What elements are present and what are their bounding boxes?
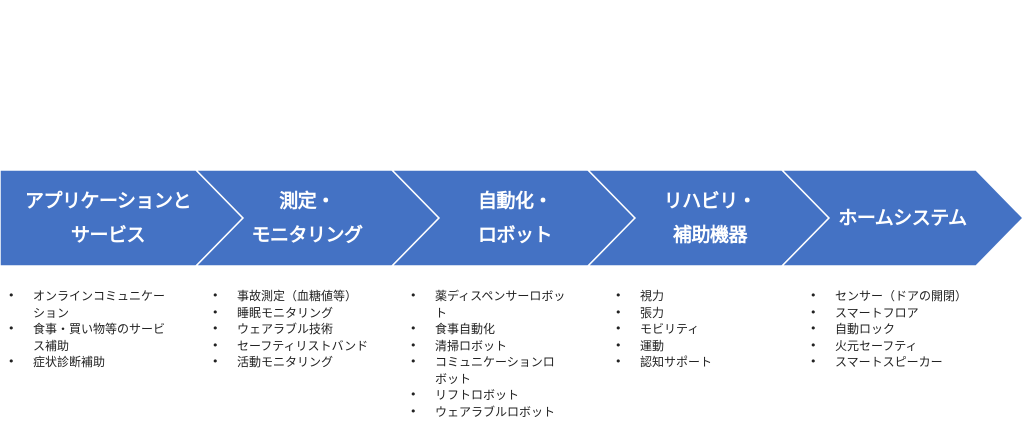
stage-label-home: ホームシステム (815, 170, 990, 266)
list-item: モビリティ (615, 321, 795, 338)
list-item: スマートフロア (810, 305, 1020, 322)
stage-label-line: モニタリング (251, 224, 363, 246)
list-item: 視力 (615, 288, 795, 305)
stage-list-measurement: 事故測定（血糖値等） 睡眠モニタリング ウェアラブル技術 セーフティリストバンド… (212, 288, 407, 371)
stage-list-automation: 薬ディスペンサーロボッ ト 食事自動化 清掃ロボット コミュニケーションロ ボッ… (410, 288, 600, 420)
stage-label-line: 測定・ (279, 190, 335, 212)
stage-list-home: センサー（ドアの開閉） スマートフロア 自動ロック 火元セーフティ スマートスピ… (810, 288, 1020, 371)
list-item: 症状診断補助 (8, 354, 198, 371)
list-item: 薬ディスペンサーロボッ ト (410, 288, 600, 321)
list-item: 睡眠モニタリング (212, 305, 407, 322)
list-item: 食事・買い物等のサービ ス補助 (8, 321, 198, 354)
chevron-home (780, 169, 1024, 267)
list-item: セーフティリストバンド (212, 338, 407, 355)
list-item: リフトロボット (410, 387, 600, 404)
list-item: 火元セーフティ (810, 338, 1020, 355)
list-item: 自動ロック (810, 321, 1020, 338)
list-item: ウェアラブル技術 (212, 321, 407, 338)
stage-label-rehab: リハビリ・ 補助機器 (625, 170, 795, 266)
list-item: 食事自動化 (410, 321, 600, 338)
list-item: センサー（ドアの開閉） (810, 288, 1020, 305)
list-item: 認知サポート (615, 354, 795, 371)
list-item: スマートスピーカー (810, 354, 1020, 371)
stage-label-line: リハビリ・ (663, 190, 757, 212)
stage-label-automation: 自動化・ ロボット (430, 170, 600, 266)
list-item: 事故測定（血糖値等） (212, 288, 407, 305)
list-item: ウェアラブルロボット (410, 404, 600, 421)
stage-label-line: サービス (70, 224, 146, 246)
stage-label-line: 補助機器 (672, 224, 748, 246)
stage-label-line: ホームシステム (838, 207, 967, 229)
stage-label-line: アプリケーションと (24, 190, 192, 212)
stage-label-application: アプリケーションと サービス (8, 170, 208, 266)
list-item: 清掃ロボット (410, 338, 600, 355)
list-item: コミュニケーションロ ボット (410, 354, 600, 387)
stage-list-rehab: 視力 張力 モビリティ 運動 認知サポート (615, 288, 795, 371)
list-item: 張力 (615, 305, 795, 322)
list-item: オンラインコミュニケー ション (8, 288, 198, 321)
stage-list-application: オンラインコミュニケー ション 食事・買い物等のサービ ス補助 症状診断補助 (8, 288, 198, 371)
stage-label-measurement: 測定・ モニタリング (222, 170, 392, 266)
list-item: 活動モニタリング (212, 354, 407, 371)
stage-label-line: ロボット (477, 224, 553, 246)
list-item: 運動 (615, 338, 795, 355)
stage-label-line: 自動化・ (477, 190, 553, 212)
